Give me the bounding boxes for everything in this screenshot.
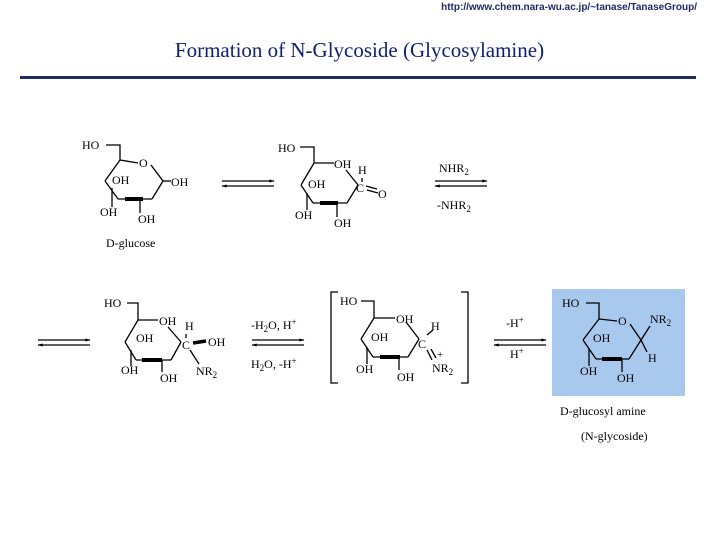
hemiaminal-c: C: [182, 338, 190, 352]
title-divider: [20, 76, 696, 79]
hemiaminal-c5-oh: OH: [159, 314, 177, 328]
aldehyde-c2-oh: OH: [334, 216, 352, 230]
arrow1-bottom-label: -NHR2: [437, 198, 471, 214]
glucose-name: D-glucose: [106, 236, 155, 250]
aldehyde-c5-oh: OH: [334, 157, 352, 171]
aldehyde-c4-oh: OH: [308, 177, 326, 191]
glucosylamine-ho: HO: [562, 296, 580, 310]
arrow1-top-label: NHR2: [439, 161, 469, 177]
glucosylamine-class: (N-glycoside): [581, 429, 648, 443]
aldehyde-c3-oh: OH: [295, 208, 313, 222]
glucosylamine-h: H: [648, 351, 657, 365]
arrow-step3: [493, 338, 547, 347]
hemiaminal-h: H: [185, 319, 194, 333]
glucosylamine-c3-oh: OH: [580, 364, 598, 378]
glucosylamine-c2-oh: OH: [617, 371, 635, 385]
aldehyde-o: O: [378, 187, 387, 201]
glucose-c4-oh: OH: [112, 173, 130, 187]
iminium-c4-oh: OH: [371, 330, 389, 344]
arrow-step2: [251, 338, 305, 347]
iminium-ho: HO: [340, 294, 358, 308]
molecule-open-aldehyde: [300, 146, 379, 217]
iminium-nr2: NR2: [432, 361, 453, 377]
glucosylamine-name: D-glucosyl amine: [560, 404, 646, 418]
iminium-plus: +: [437, 349, 443, 361]
glucose-ring-o: O: [139, 156, 148, 170]
product-highlight: [552, 289, 685, 396]
hemiaminal-ho: HO: [104, 296, 122, 310]
glucosylamine-c4-oh: OH: [593, 331, 611, 345]
molecule-hemiaminal: [124, 302, 207, 372]
hemiaminal-nr2: NR2: [196, 364, 217, 380]
iminium-c3-oh: OH: [356, 362, 374, 376]
arrow-step1: [37, 179, 488, 347]
iminium-c2-oh: OH: [397, 370, 415, 384]
source-url: http://www.chem.nara-wu.ac.jp/~tanase/Ta…: [441, 2, 697, 13]
glucose-ho: HO: [82, 138, 100, 152]
aldehyde-c: C: [356, 181, 364, 195]
hemiaminal-c2-oh: OH: [160, 371, 178, 385]
iminium-c: C: [418, 337, 426, 351]
molecule-iminium: [330, 291, 469, 384]
iminium-h: H: [431, 319, 440, 333]
arrow3-bottom-label: H+: [510, 346, 524, 361]
hemiaminal-c1-oh: OH: [208, 335, 226, 349]
iminium-c5-oh: OH: [396, 312, 414, 326]
aldehyde-h: H: [358, 163, 367, 177]
hemiaminal-c3-oh: OH: [121, 363, 139, 377]
glucose-c3-oh: OH: [100, 205, 118, 219]
molecule-glucosylamine: [582, 302, 651, 372]
glucosylamine-nr2: NR2: [650, 312, 671, 328]
arrow2-bottom-label: H2O, -H+: [251, 356, 297, 373]
glucose-c1-oh: OH: [171, 175, 189, 189]
glucosylamine-ring-o: O: [618, 314, 627, 328]
aldehyde-ho: HO: [278, 141, 296, 155]
glucose-c2-oh: OH: [138, 212, 156, 226]
arrow3-top-label: -H+: [506, 315, 524, 330]
arrow2-top-label: -H2O, H+: [251, 317, 297, 334]
page-title: Formation of N-Glycoside (Glycosylamine): [174, 38, 545, 62]
hemiaminal-c4-oh: OH: [136, 331, 154, 345]
molecule-glucose: [104, 144, 171, 213]
